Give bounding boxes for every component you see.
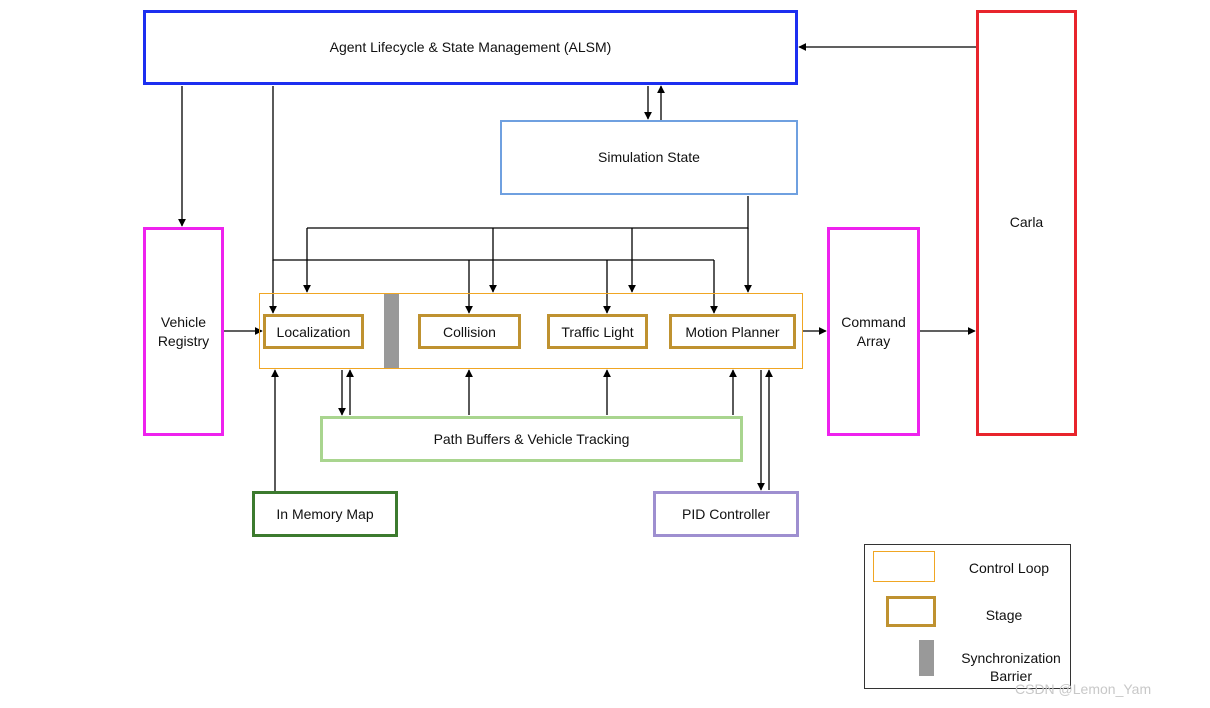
path-buffers-block: Path Buffers & Vehicle Tracking xyxy=(320,416,743,462)
simulation-state-block: Simulation State xyxy=(500,120,798,195)
stage-collision: Collision xyxy=(418,314,521,349)
arrow-sim-bus xyxy=(307,196,749,229)
legend-stage-label: Stage xyxy=(985,607,1023,623)
command-array-label: Command Array xyxy=(841,313,906,349)
stage-collision-label: Collision xyxy=(443,323,496,340)
stage-motion-planner-label: Motion Planner xyxy=(685,323,780,340)
watermark: CSDN @Lemon_Yam xyxy=(1015,681,1152,697)
control-loop-block xyxy=(259,293,803,369)
stage-localization-label: Localization xyxy=(276,323,351,340)
legend-stage-swatch xyxy=(886,596,936,627)
legend: Control Loop Stage Synchronization Barri… xyxy=(864,544,1071,689)
stage-motion-planner: Motion Planner xyxy=(669,314,796,349)
legend-control-loop-swatch xyxy=(873,551,935,582)
synchronization-barrier xyxy=(384,294,399,368)
in-memory-map-block: In Memory Map xyxy=(252,491,398,537)
pid-controller-label: PID Controller xyxy=(682,505,770,522)
path-buffers-label: Path Buffers & Vehicle Tracking xyxy=(433,430,630,447)
vehicle-registry-block: Vehicle Registry xyxy=(143,227,224,436)
pid-controller-block: PID Controller xyxy=(653,491,799,537)
stage-traffic-light-label: Traffic Light xyxy=(561,323,634,340)
legend-barrier-label: Synchronization Barrier xyxy=(961,650,1061,684)
vehicle-registry-label: Vehicle Registry xyxy=(157,313,210,349)
alsm-label: Agent Lifecycle & State Management (ALSM… xyxy=(329,39,612,55)
alsm-block: Agent Lifecycle & State Management (ALSM… xyxy=(143,10,798,85)
carla-block: Carla xyxy=(976,10,1077,436)
simulation-state-label: Simulation State xyxy=(598,149,700,165)
in-memory-map-label: In Memory Map xyxy=(276,505,374,522)
stage-localization: Localization xyxy=(263,314,364,349)
legend-control-loop-label: Control Loop xyxy=(968,560,1050,576)
command-array-block: Command Array xyxy=(827,227,920,436)
stage-traffic-light: Traffic Light xyxy=(547,314,648,349)
legend-barrier-swatch xyxy=(919,640,934,676)
carla-label: Carla xyxy=(1009,214,1044,230)
